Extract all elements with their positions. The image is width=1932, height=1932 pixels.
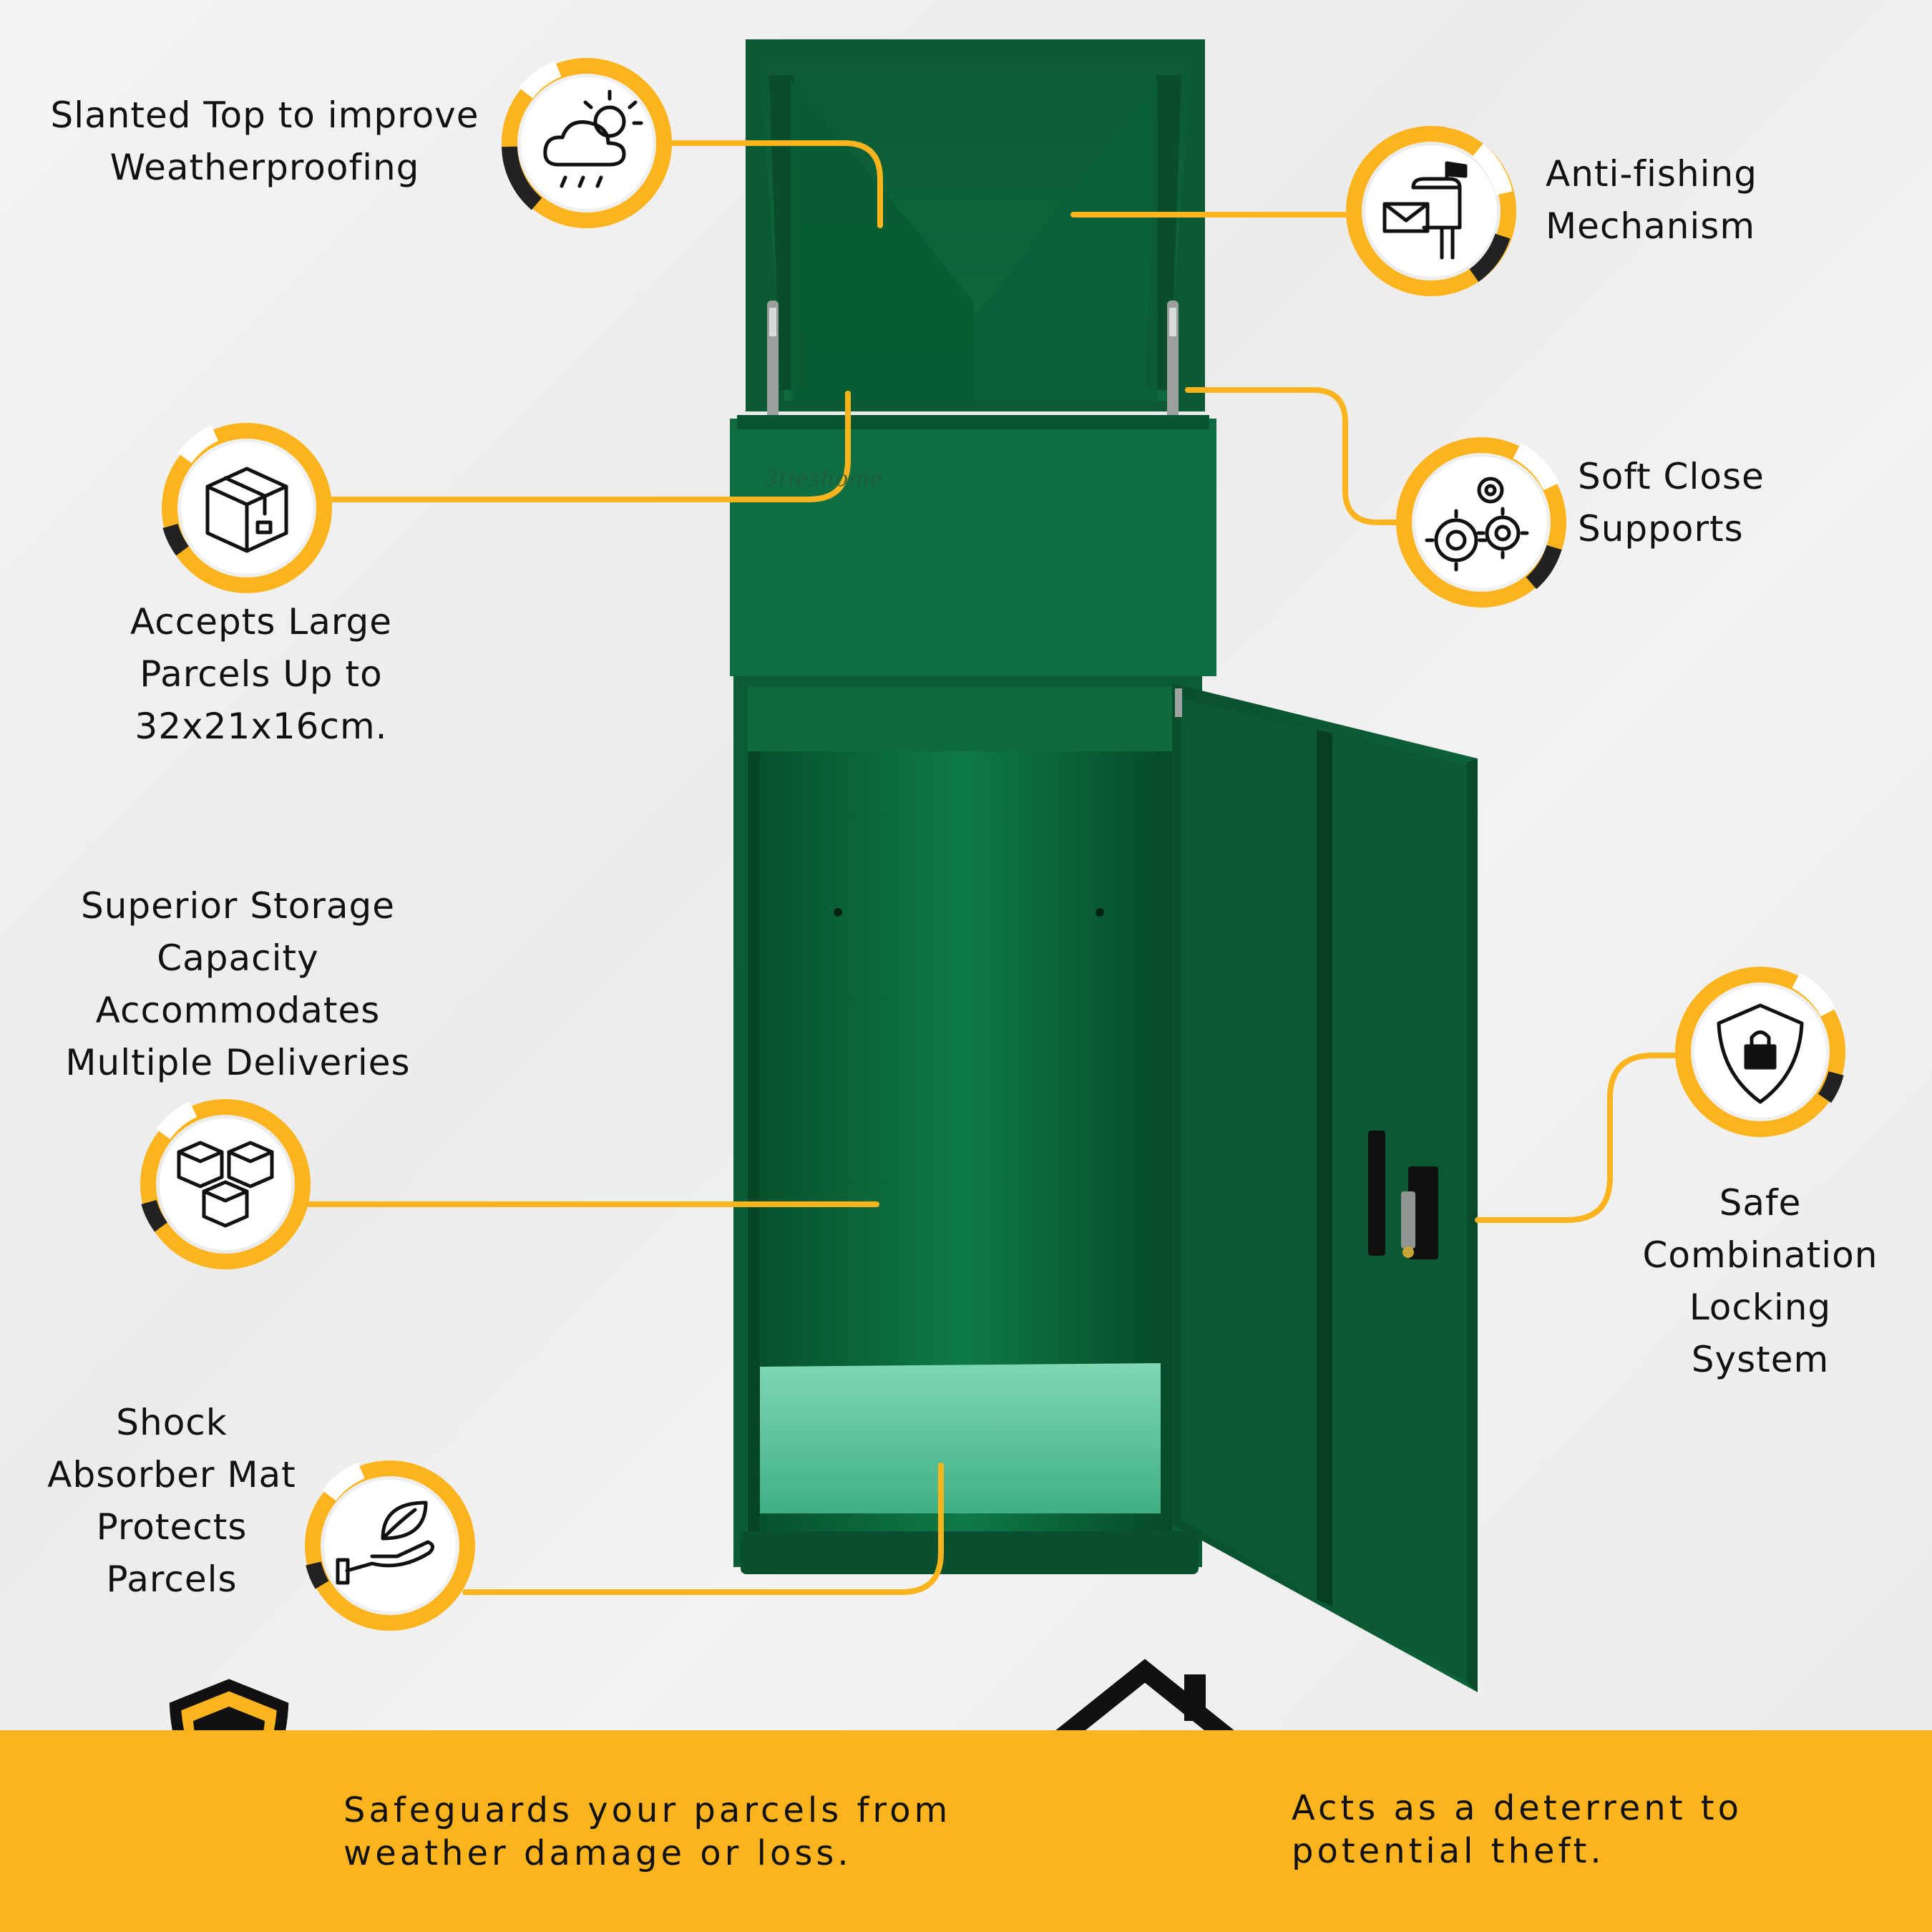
connector-lines — [305, 140, 1681, 1595]
brand-mark: 3tieshome — [764, 467, 884, 492]
parcel-box-icon — [205, 467, 288, 553]
icon-ring-mailbox — [1346, 126, 1516, 296]
upper-body — [730, 415, 1216, 676]
feature-superior-storage: Superior Storage Capacity Accommodates M… — [65, 885, 411, 1083]
feature-shock-absorber-mat: Shock Absorber Mat Protects Parcels — [47, 1402, 296, 1600]
shock-absorber-mat — [760, 1363, 1161, 1513]
gears-icon — [1425, 477, 1529, 572]
icon-ring-stacked-boxes — [140, 1099, 311, 1269]
soft-close-struts — [767, 301, 1179, 422]
hand-leaf-icon — [336, 1501, 434, 1585]
feature-anti-fishing: Anti-fishing Mechanism — [1546, 153, 1757, 247]
open-door — [1172, 683, 1478, 1692]
icon-ring-hand-leaf — [305, 1460, 475, 1631]
lower-body — [733, 676, 1202, 1574]
banner-safeguards-text: Safeguards your parcels from weather dam… — [343, 1790, 952, 1873]
mailbox-letter-icon — [1382, 161, 1468, 260]
stacked-boxes-icon — [177, 1141, 274, 1228]
shield-lock-icon — [1717, 1003, 1804, 1104]
icon-ring-weather — [502, 58, 672, 228]
feature-accepts-large-parcels: Accepts Large Parcels Up to 32x21x16cm. — [130, 601, 393, 747]
door-handle — [1368, 1131, 1385, 1256]
combination-lock — [1408, 1166, 1438, 1259]
feature-safe-combination-lock: Safe Combination Locking System — [1642, 1182, 1878, 1380]
feature-soft-close: Soft Close Supports — [1578, 456, 1765, 550]
bottom-banner — [0, 1730, 1932, 1932]
banner-deterrent-text: Acts as a deterrent to potential theft. — [1292, 1788, 1742, 1871]
open-lid — [746, 39, 1205, 411]
icon-ring-gears — [1396, 437, 1566, 608]
weather-cloud-sun-rain-icon — [543, 89, 643, 188]
feature-slanted-top: Slanted Top to improve Weatherproofing — [50, 94, 479, 188]
